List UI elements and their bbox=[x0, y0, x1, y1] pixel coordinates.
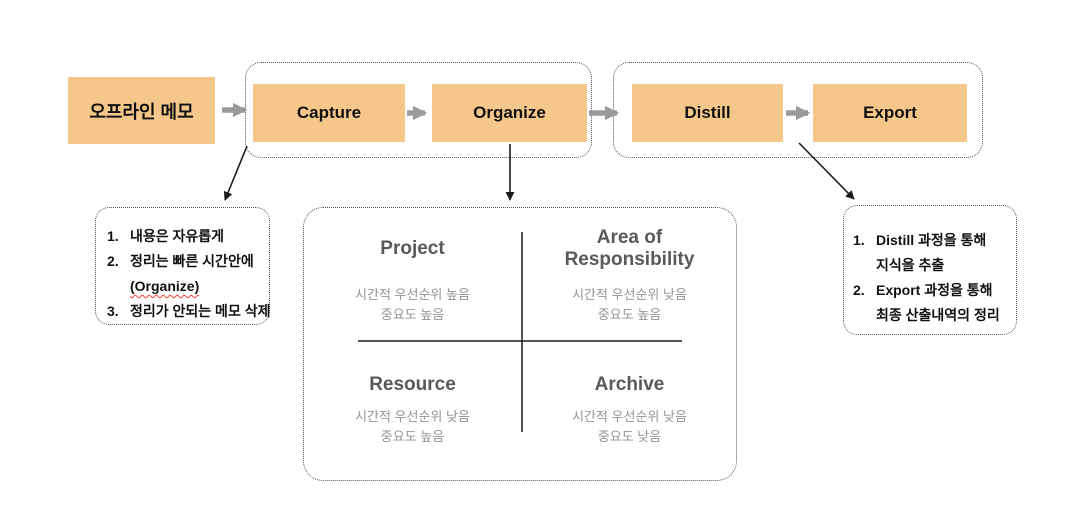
list-number: 3. bbox=[107, 303, 119, 319]
step-capture-label: Capture bbox=[296, 103, 362, 122]
offline-memo-label: 오프라인 메모 bbox=[89, 101, 194, 122]
step-export-label: Export bbox=[863, 103, 917, 122]
distill-export-note-box: 1. Distill 과정을 통해 지식을 추출 2. Export 과정을 통… bbox=[843, 205, 1017, 335]
list-text: 정리가 안되는 메모 삭제 bbox=[130, 303, 271, 319]
list-text: 최종 산출내역의 정리 bbox=[876, 307, 1000, 323]
quadrant-area-of-responsibility: Area of Responsibility 시간적 우선순위 낮음 중요도 높… bbox=[522, 226, 737, 325]
step-export-shape: Export bbox=[813, 84, 967, 142]
list-item: 2. 정리는 빠른 시간안에 (Organize) bbox=[107, 249, 265, 299]
step-capture-shape: Capture bbox=[253, 84, 405, 142]
list-item: 1. Distill 과정을 통해 지식을 추출 bbox=[853, 228, 1012, 278]
offline-memo-shape: 오프라인 메모 bbox=[68, 77, 215, 144]
list-number: 2. bbox=[853, 282, 865, 298]
quadrant-title: Project bbox=[380, 238, 445, 260]
quadrant-subtitle: 시간적 우선순위 낮음 중요도 낮음 bbox=[572, 409, 687, 445]
quadrant-resource: Resource 시간적 우선순위 낮음 중요도 높음 bbox=[303, 372, 522, 447]
step-organize-shape: Organize bbox=[432, 84, 587, 142]
list-text: Export 과정을 통해 bbox=[876, 282, 993, 298]
quadrant-title: Area of Responsibility bbox=[564, 227, 695, 270]
quadrant-project: Project 시간적 우선순위 높음 중요도 높음 bbox=[303, 226, 522, 325]
organize-quadrant-box bbox=[303, 207, 737, 481]
quadrant-subtitle: 시간적 우선순위 낮음 중요도 높음 bbox=[572, 287, 687, 323]
list-text: 정리는 빠른 시간안에 bbox=[130, 253, 254, 269]
quadrant-subtitle: 시간적 우선순위 높음 중요도 높음 bbox=[355, 287, 470, 323]
list-text-spellchecked: (Organize) bbox=[130, 278, 200, 294]
list-text: Distill 과정을 통해 bbox=[876, 232, 987, 248]
quadrant-subtitle: 시간적 우선순위 낮음 중요도 높음 bbox=[355, 409, 470, 445]
list-item: 2. Export 과정을 통해 최종 산출내역의 정리 bbox=[853, 278, 1012, 328]
list-number: 1. bbox=[853, 232, 865, 248]
quadrant-archive: Archive 시간적 우선순위 낮음 중요도 낮음 bbox=[522, 372, 737, 447]
step-distill-label: Distill bbox=[684, 103, 731, 122]
capture-note-box: 1. 내용은 자유롭게 2. 정리는 빠른 시간안에 (Organize) 3.… bbox=[95, 207, 270, 325]
quadrant-title: Archive bbox=[594, 374, 665, 396]
step-organize-label: Organize bbox=[473, 103, 546, 122]
list-number: 1. bbox=[107, 228, 119, 244]
step-distill-shape: Distill bbox=[632, 84, 783, 142]
list-number: 2. bbox=[107, 253, 119, 269]
connector-capture-to-note-icon bbox=[223, 145, 248, 201]
quadrant-title: Resource bbox=[369, 374, 456, 396]
list-text: 내용은 자유롭게 bbox=[130, 228, 225, 244]
list-item: 1. 내용은 자유롭게 bbox=[107, 224, 265, 249]
list-text: 지식을 추출 bbox=[876, 257, 945, 273]
list-item: 3. 정리가 안되는 메모 삭제 bbox=[107, 299, 270, 324]
